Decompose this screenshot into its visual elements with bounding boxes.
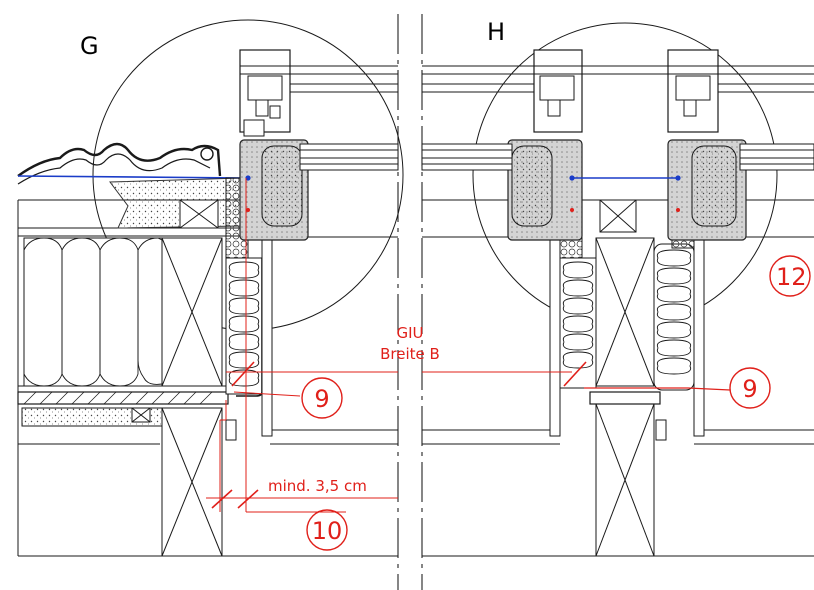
detail-label-h: H: [487, 18, 505, 46]
base-board-hatch: [23, 391, 213, 405]
marker-label-9-left: 9: [314, 385, 329, 413]
section-break-lines: [397, 14, 423, 590]
detail-h: [421, 22, 814, 557]
glazing-h-left: [421, 143, 513, 171]
annotations-g: [206, 178, 398, 551]
frame-insulation-h-left: [559, 257, 597, 389]
membrane-line: [17, 175, 247, 179]
mortar-wedge: [109, 177, 243, 229]
dim-tick-3: [231, 361, 255, 387]
glazing-h-right: [739, 143, 814, 171]
marker-circle-9-left: [301, 377, 343, 419]
annotation-breite: Breite B: [380, 345, 440, 363]
annotation-min-distance: mind. 3,5 cm: [268, 477, 367, 495]
base-board: [17, 391, 229, 405]
insulation-loops: [23, 237, 163, 387]
glazing-g: [299, 143, 399, 171]
dim-tick-2: [237, 489, 259, 509]
tile-clip: [200, 147, 214, 161]
marker-circle-9-right: [729, 367, 771, 409]
detail-label-g: G: [80, 32, 99, 60]
detail-g: [17, 19, 404, 557]
marker-label-10: 10: [312, 517, 343, 545]
marker-circle-12: [769, 255, 811, 297]
dim-tick-4: [563, 361, 587, 387]
annotations-h: [422, 255, 811, 409]
marker-circle-10: [306, 509, 348, 551]
marker-label-9-right: 9: [742, 375, 757, 403]
rafter-insulation: [23, 237, 163, 387]
marker-label-12: 12: [776, 263, 807, 291]
annotation-giu: GIU: [396, 324, 423, 342]
roof-tile: [17, 142, 222, 177]
dim-tick-1: [211, 489, 233, 509]
